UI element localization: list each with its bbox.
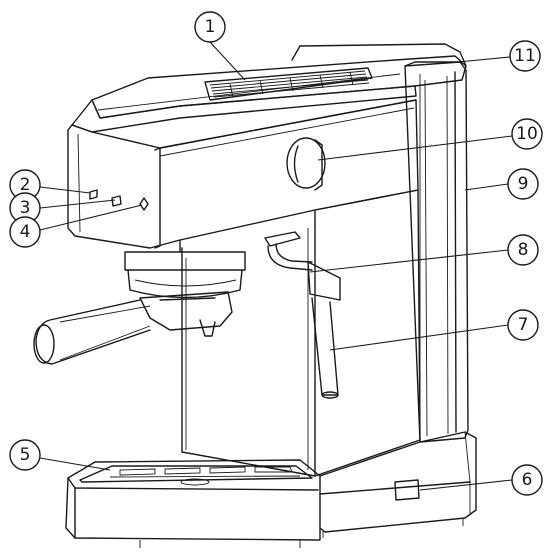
steam-knob [286, 137, 326, 191]
water-tank-tower [404, 61, 469, 443]
callout-10-label: 10 [516, 124, 538, 144]
lower-column [181, 189, 421, 477]
leader-3 [39, 199, 116, 209]
callout-11-label: 11 [514, 46, 536, 66]
callout-1: 1 [194, 11, 226, 43]
leader-9 [464, 183, 509, 191]
leader-11 [457, 56, 511, 63]
leader-5 [39, 457, 111, 471]
leader-2 [39, 186, 91, 194]
callout-9-label: 9 [518, 174, 529, 194]
top-cover [71, 43, 467, 133]
callout-6: 6 [511, 464, 543, 496]
callout-3-label: 3 [20, 198, 31, 218]
portafilter [33, 291, 233, 365]
leader-8 [309, 249, 509, 273]
leader-6 [419, 479, 513, 491]
callouts: 1 2 3 4 5 6 7 8 [9, 11, 543, 496]
callout-4-label: 4 [20, 222, 31, 242]
machine-base [319, 431, 477, 538]
leader-4 [39, 204, 143, 231]
espresso-machine-drawing [33, 43, 477, 548]
leader-1 [209, 41, 246, 81]
brew-group-head [124, 251, 246, 299]
upper-body [67, 99, 419, 253]
callout-3: 3 [9, 192, 41, 224]
callout-8-label: 8 [518, 240, 529, 260]
steam-wand [264, 231, 341, 399]
callout-7: 7 [507, 309, 539, 341]
control-buttons [89, 189, 149, 211]
callout-2-label: 2 [20, 175, 31, 195]
callout-7-label: 7 [518, 315, 529, 335]
callout-5-label: 5 [20, 445, 31, 465]
callout-8: 8 [507, 234, 539, 266]
drip-tray [65, 459, 321, 548]
callout-11: 11 [509, 40, 541, 72]
callout-1-label: 1 [205, 17, 216, 37]
leader-lines [39, 41, 513, 491]
callout-9: 9 [507, 168, 539, 200]
callout-5: 5 [9, 439, 41, 471]
callout-10: 10 [511, 118, 543, 150]
callout-4: 4 [9, 216, 41, 248]
leader-7 [329, 324, 509, 351]
callout-6-label: 6 [522, 470, 533, 490]
cup-warmer-grid [204, 67, 373, 101]
leader-10 [317, 135, 513, 161]
